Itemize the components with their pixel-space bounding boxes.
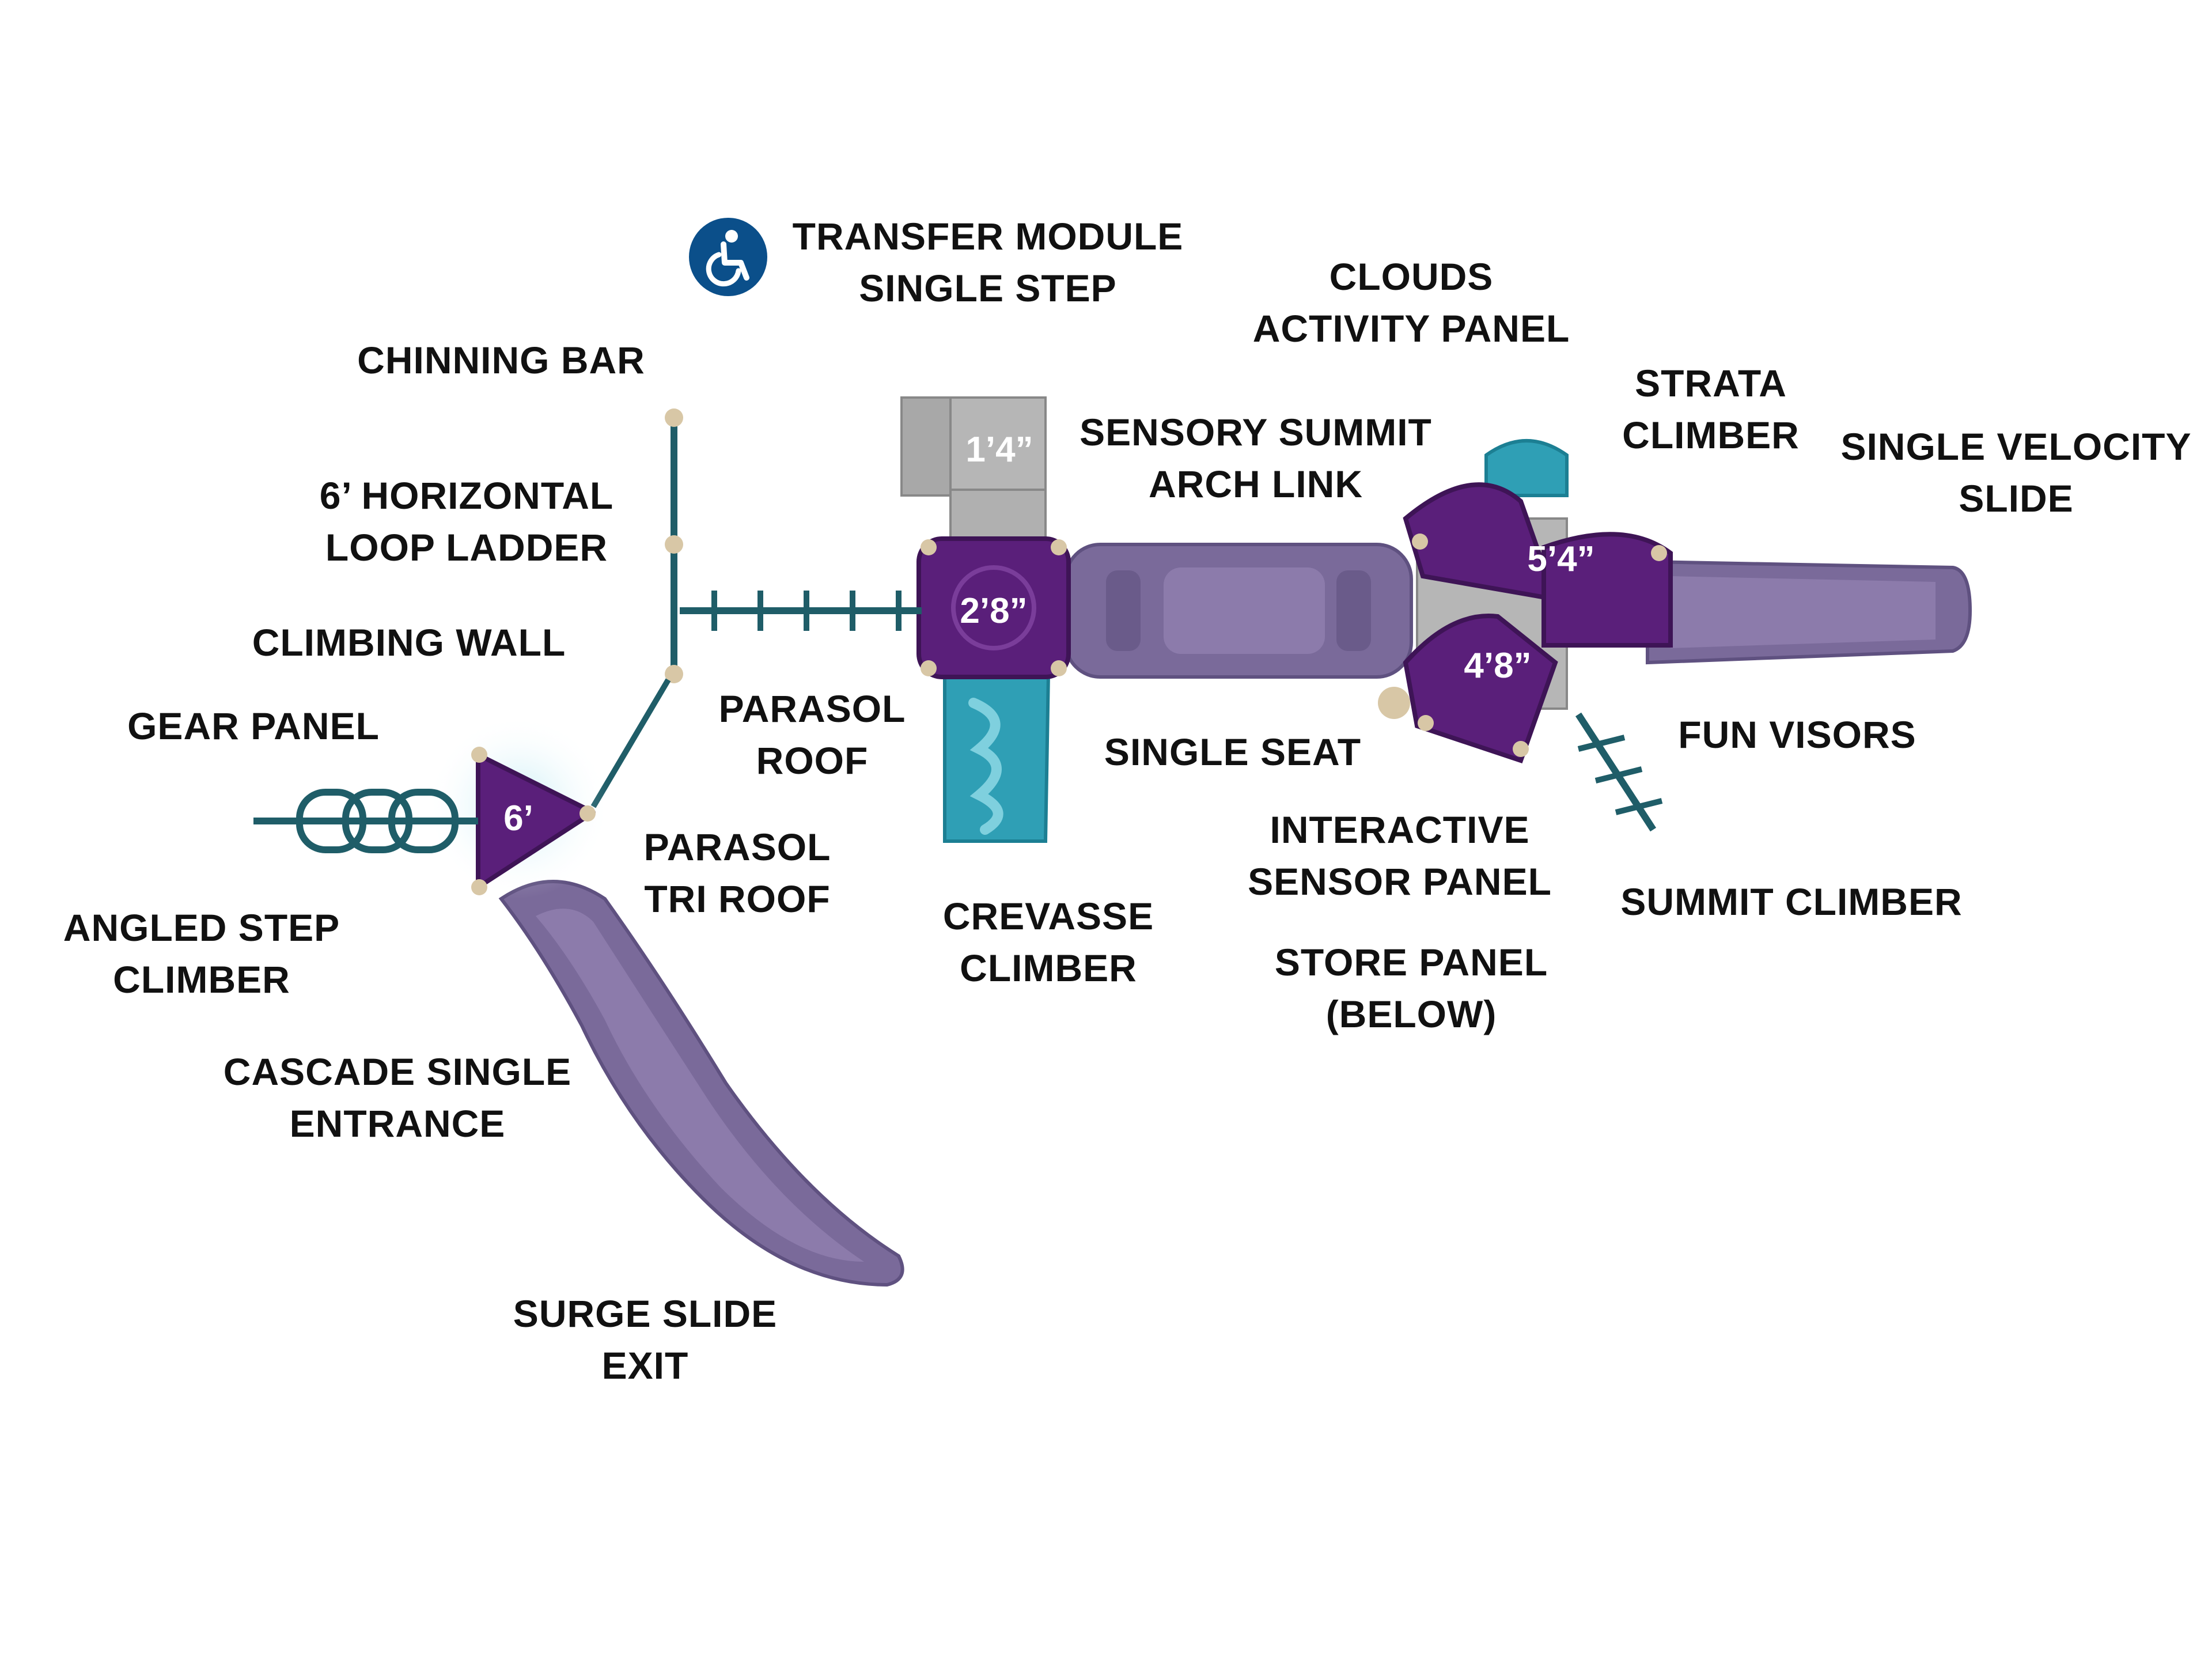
lower-deck-4-8 bbox=[1403, 614, 1558, 764]
deck-post bbox=[1418, 715, 1434, 731]
label-interactive-sensor-panel: INTERACTIVE SENSOR PANEL bbox=[1248, 808, 1552, 903]
label-horizontal-loop-ladder: 6’ HORIZONTAL LOOP LADDER bbox=[319, 474, 614, 569]
clouds-activity-panel bbox=[1403, 482, 1559, 603]
deck-post bbox=[1513, 741, 1529, 757]
deck-post bbox=[579, 805, 596, 822]
label-surge-slide-exit: SURGE SLIDE EXIT bbox=[513, 1292, 778, 1387]
label-parasol-tri-roof: PARASOL TRI ROOF bbox=[643, 826, 831, 920]
label-summit-climber: SUMMIT CLIMBER bbox=[1620, 880, 1963, 923]
label-single-seat: SINGLE SEAT bbox=[1104, 731, 1362, 773]
label-transfer-module: TRANSFER MODULE SINGLE STEP bbox=[792, 215, 1184, 309]
deck-post bbox=[471, 747, 487, 763]
surge-slide-bed bbox=[536, 909, 864, 1262]
label-clouds-activity-panel: CLOUDS ACTIVITY PANEL bbox=[1252, 255, 1570, 350]
arch-link-opening bbox=[1106, 570, 1141, 651]
label-chinning-bar: CHINNING BAR bbox=[357, 339, 645, 381]
arch-link-inner bbox=[1164, 567, 1325, 654]
strata-climber bbox=[1484, 439, 1569, 497]
main-deck-emblem bbox=[951, 565, 1036, 650]
chinning-bar-post bbox=[665, 408, 683, 427]
chinning-bar-post bbox=[665, 535, 683, 554]
upper-deck-5-4 bbox=[1541, 532, 1673, 648]
deck-post bbox=[1412, 534, 1428, 550]
height-main-deck: 2’8” bbox=[960, 591, 1028, 631]
label-single-velocity-slide: SINGLE VELOCITY SLIDE bbox=[1840, 425, 2192, 520]
height-tri-deck: 6’ bbox=[503, 799, 533, 838]
single-seat bbox=[1378, 687, 1410, 719]
deck-post bbox=[1051, 539, 1067, 555]
height-transfer-step: 1’4” bbox=[965, 430, 1033, 470]
label-gear-panel: GEAR PANEL bbox=[127, 705, 380, 747]
deck-post bbox=[471, 879, 487, 895]
label-cascade-single-entrance: CASCADE SINGLE ENTRANCE bbox=[223, 1050, 572, 1145]
summit-climber-rungs bbox=[1577, 735, 1663, 815]
label-climbing-wall: CLIMBING WALL bbox=[252, 621, 566, 664]
label-strata-climber: STRATA CLIMBER bbox=[1622, 362, 1800, 456]
label-angled-step-climber: ANGLED STEP CLIMBER bbox=[63, 906, 340, 1001]
height-lower-deck: 4’8” bbox=[1464, 646, 1532, 686]
label-parasol-roof: PARASOL ROOF bbox=[718, 687, 906, 782]
deck-post bbox=[921, 539, 937, 555]
chinning-bar-post bbox=[665, 665, 683, 683]
arch-link-opening bbox=[1336, 570, 1371, 651]
deck-post bbox=[1651, 545, 1667, 561]
velocity-slide-bed bbox=[1671, 576, 1936, 648]
gear-panel-loops bbox=[296, 789, 459, 853]
crevasse-climber-grooves bbox=[968, 698, 1003, 835]
label-store-panel: STORE PANEL (BELOW) bbox=[1274, 941, 1548, 1035]
deck-post bbox=[921, 660, 937, 676]
height-upper-deck: 5’4” bbox=[1527, 539, 1595, 579]
summit-climber bbox=[1575, 712, 1657, 832]
label-fun-visors: FUN VISORS bbox=[1678, 713, 1916, 756]
deck-post bbox=[1051, 660, 1067, 676]
wheelchair-accessibility-icon bbox=[689, 218, 767, 296]
label-sensory-summit-arch-link: SENSORY SUMMIT ARCH LINK bbox=[1080, 411, 1432, 505]
ladder-rungs bbox=[711, 591, 902, 631]
label-crevasse-climber: CREVASSE CLIMBER bbox=[942, 895, 1154, 989]
transfer-module-step bbox=[949, 396, 1047, 494]
